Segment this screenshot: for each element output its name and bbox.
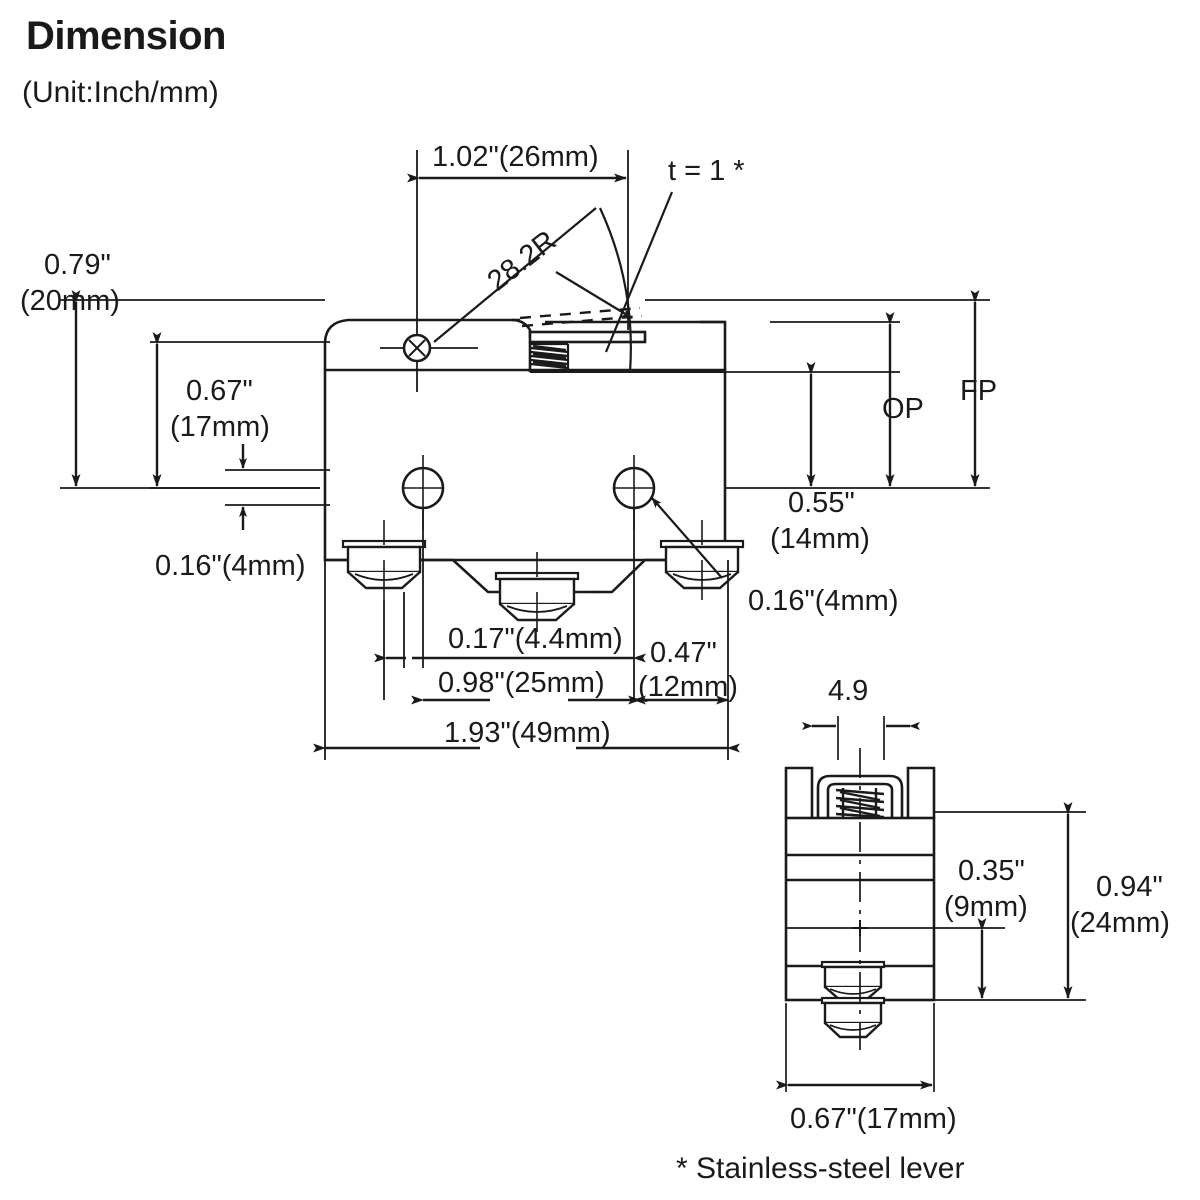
dimension-arrows-front <box>71 173 980 753</box>
dim-lever-thickness: t = 1 * <box>668 155 745 187</box>
label-op: OP <box>882 393 924 425</box>
label-fp: FP <box>960 375 997 407</box>
dim-side-mount-height-mm: (9mm) <box>944 891 1028 923</box>
dim-body-height-mm: (17mm) <box>170 411 270 443</box>
page-title: Dimension <box>26 14 226 58</box>
dim-overall-height-mm: (20mm) <box>20 285 120 317</box>
lever-actuator <box>511 318 725 373</box>
dim-mount-edge: 0.16"(4mm) <box>155 550 306 582</box>
side-terminal-screw-upper <box>820 960 886 1002</box>
terminal-screw-middle <box>494 552 580 632</box>
dim-mount-height: 0.55" <box>788 487 855 519</box>
dim-right-offset: 0.47" <box>650 637 717 669</box>
dim-top-width: 1.02"(26mm) <box>432 141 599 173</box>
leader-lines <box>433 191 723 579</box>
dim-lever-radius: 28.2R <box>482 225 563 298</box>
side-extension-lines <box>785 716 1086 1092</box>
dim-hole-spacing: 0.98"(25mm) <box>438 667 605 699</box>
front-view-body <box>323 318 727 562</box>
terminal-screw-left <box>341 520 427 600</box>
dim-side-mount-height: 0.35" <box>958 855 1025 887</box>
unit-note: (Unit:Inch/mm) <box>22 76 219 109</box>
dim-right-offset-mm: (12mm) <box>638 671 738 703</box>
dim-terminal-offset: 0.16"(4mm) <box>748 585 899 617</box>
side-terminal-screw-lower <box>820 996 886 1039</box>
dim-overall-length: 1.93"(49mm) <box>444 717 611 749</box>
dim-side-plunger-width: 4.9 <box>828 675 868 707</box>
dim-mount-height-mm: (14mm) <box>770 523 870 555</box>
terminal-screw-right <box>659 520 745 600</box>
dim-hole-spacing-small: 0.17"(4.4mm) <box>448 623 623 655</box>
dim-body-height: 0.67" <box>186 375 253 407</box>
dim-overall-height: 0.79" <box>44 249 111 281</box>
dim-side-total-height-mm: (24mm) <box>1070 907 1170 939</box>
footnote: * Stainless-steel lever <box>676 1152 964 1185</box>
side-dimension-arrows <box>776 722 1073 1090</box>
spring-icon <box>530 342 570 370</box>
dim-side-total-height: 0.94" <box>1096 871 1163 903</box>
cover-screw <box>380 318 478 392</box>
dim-side-width: 0.67"(17mm) <box>790 1103 957 1135</box>
